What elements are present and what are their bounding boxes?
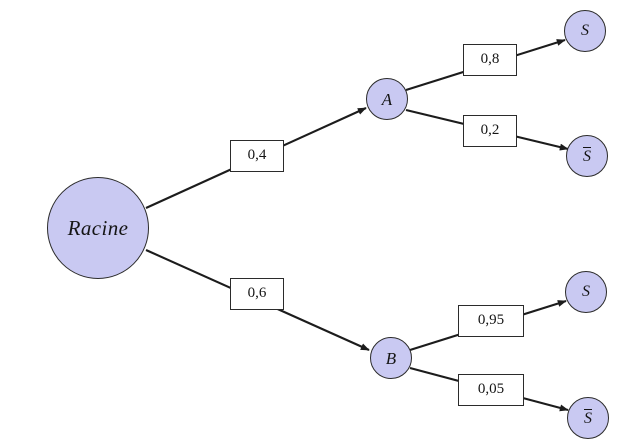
edge-label-b-sbar: 0,05 [458,374,524,406]
node-a-label: A [381,89,393,109]
edge-label-a-sbar-text: 0,2 [480,122,500,138]
node-root-racine: Racine [47,177,149,279]
node-leaf-s-top-label: S [581,22,589,39]
edge-label-a-s-text: 0,8 [480,51,500,67]
node-b: B [370,337,412,379]
edge-label-a-s: 0,8 [463,44,517,76]
node-leaf-s-bar-bottom: S [567,397,609,439]
node-leaf-s-top: S [564,10,606,52]
node-leaf-s-bar-top-label: S [583,147,591,165]
node-a: A [366,78,408,120]
node-leaf-s-bottom: S [565,271,607,313]
edge-label-root-b: 0,6 [230,278,284,310]
edge-label-b-s: 0,95 [458,305,524,337]
edge-label-root-b-text: 0,6 [247,285,267,301]
node-leaf-s-bar-top: S [566,135,608,177]
node-leaf-s-bar-bottom-label: S [584,409,592,427]
edge-label-a-sbar: 0,2 [463,115,517,147]
edge-label-root-a: 0,4 [230,140,284,172]
node-b-label: B [385,348,397,368]
node-leaf-s-bottom-label: S [582,283,590,300]
node-root-label: Racine [67,215,129,240]
edge-label-b-sbar-text: 0,05 [477,381,505,397]
edge-label-root-a-text: 0,4 [247,147,267,163]
edge-label-b-s-text: 0,95 [477,312,505,328]
